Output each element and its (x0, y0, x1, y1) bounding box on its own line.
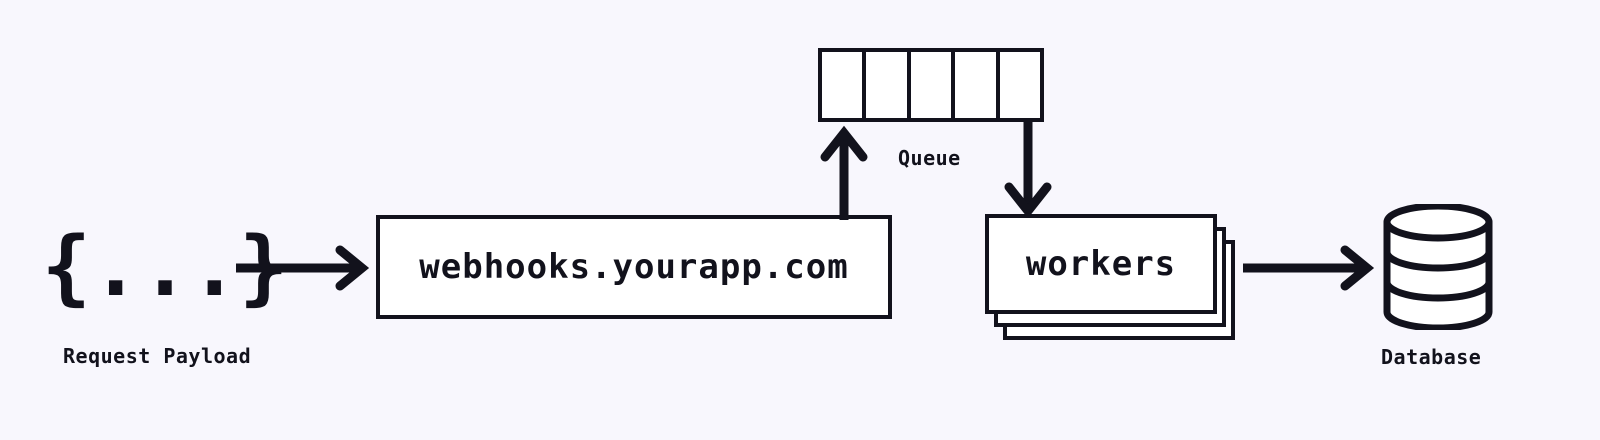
queue-cell (866, 52, 911, 118)
worker-card-front[interactable]: workers (985, 214, 1217, 314)
queue-cell (955, 52, 1000, 118)
workers-stack[interactable]: workers (985, 214, 1235, 344)
json-braces-icon: {...} (41, 220, 289, 315)
webhooks-endpoint-box[interactable]: webhooks.yourapp.com (376, 215, 892, 319)
database-label: Database (1381, 345, 1482, 369)
queue-cell (911, 52, 956, 118)
queue-bar[interactable] (818, 48, 1044, 122)
queue-cell (1000, 52, 1040, 118)
queue-cell (822, 52, 867, 118)
request-payload-label: Request Payload (63, 344, 252, 368)
database-cylinder-icon[interactable] (1383, 204, 1493, 330)
arrow-payload-to-webhooks (236, 245, 370, 291)
arrow-webhooks-to-queue (820, 125, 868, 220)
arrow-queue-to-workers (1004, 122, 1052, 219)
arrow-workers-to-database (1243, 245, 1375, 291)
queue-label: Queue (898, 146, 961, 170)
